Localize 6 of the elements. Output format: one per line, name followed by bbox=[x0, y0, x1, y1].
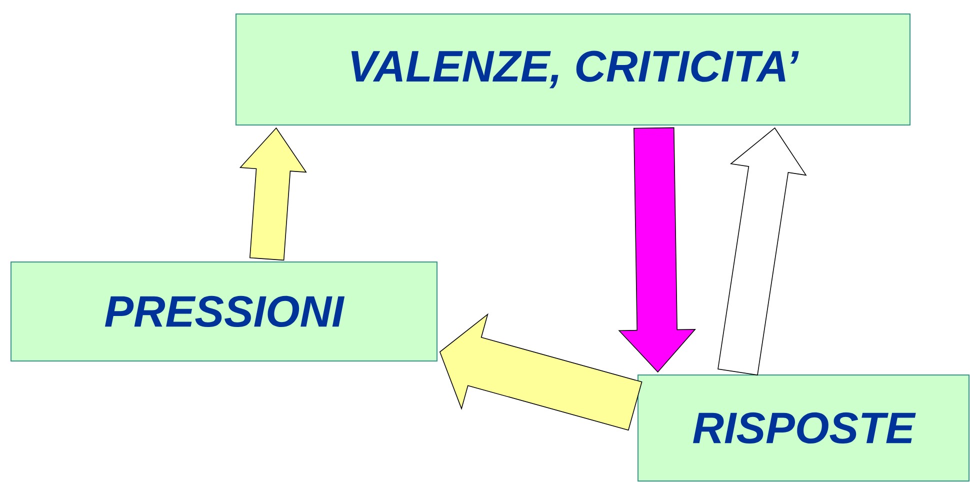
block-arrow bbox=[618, 127, 696, 373]
label-box: VALENZE, CRITICITA’ bbox=[236, 14, 910, 126]
label-box: RISPOSTE bbox=[638, 374, 970, 482]
label-box: PRESSIONI bbox=[10, 262, 438, 362]
block-arrow bbox=[239, 127, 307, 261]
block-arrow bbox=[718, 127, 807, 376]
